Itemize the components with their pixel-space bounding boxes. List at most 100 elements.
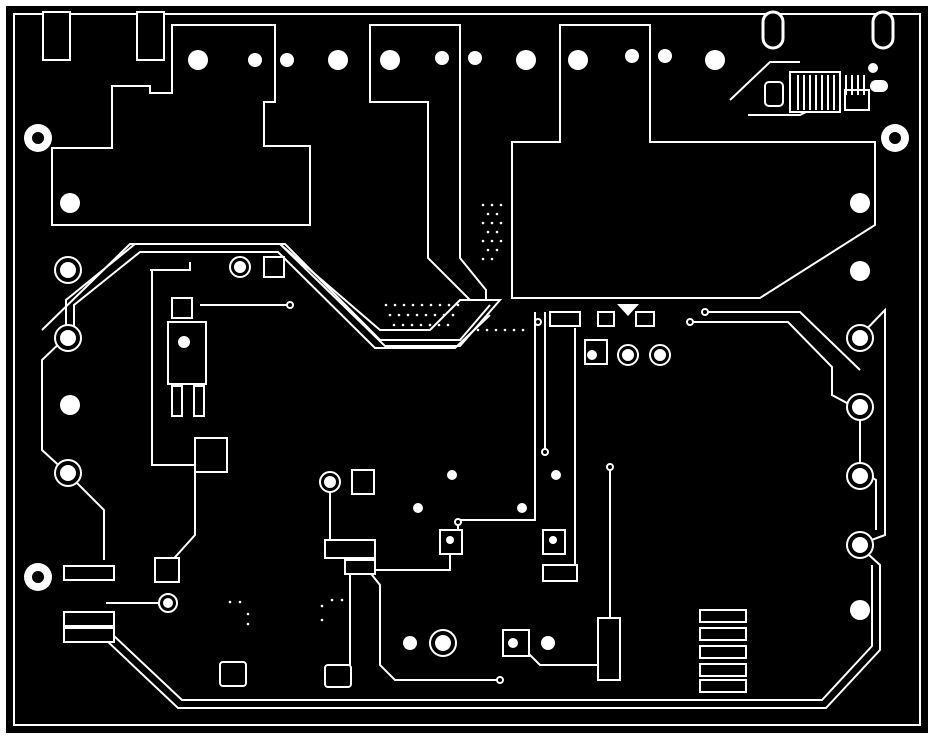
connector-fiducial xyxy=(868,63,878,73)
pad-leg-2 xyxy=(193,385,205,417)
hole-3 xyxy=(280,53,294,67)
ic-pad-3 xyxy=(699,645,747,659)
slot-top-2 xyxy=(871,10,895,50)
hole-12 xyxy=(705,50,725,70)
trace-top-right-diag xyxy=(729,61,800,101)
mount-hole-left-bottom-center xyxy=(32,571,44,583)
copper-zone-right xyxy=(511,24,876,299)
via-3 xyxy=(606,463,614,471)
pad-smd-7 xyxy=(63,565,115,581)
hole-27 xyxy=(508,638,518,648)
hole-11 xyxy=(658,49,672,63)
via-6 xyxy=(701,308,709,316)
hole-1 xyxy=(188,50,208,70)
th-pad-12-hole xyxy=(234,261,246,273)
via-5 xyxy=(686,318,694,326)
via-field-center xyxy=(481,203,503,261)
hole-15 xyxy=(850,261,870,281)
th-pad-6-hole xyxy=(852,468,868,484)
hole-4 xyxy=(328,50,348,70)
pad-component-tall xyxy=(167,321,207,385)
ic-pad-1 xyxy=(699,609,747,623)
hole-28 xyxy=(587,350,597,360)
th-pad-2-hole xyxy=(60,330,76,346)
ic-small-pad-b xyxy=(764,81,784,107)
pad-leg-1 xyxy=(171,385,183,417)
trace-mid-left xyxy=(150,262,191,271)
hole-22 xyxy=(551,470,561,480)
via-field-lower xyxy=(228,598,344,626)
connector-strip xyxy=(597,617,621,681)
hole-25 xyxy=(446,536,454,544)
ic-pad-4 xyxy=(699,663,747,677)
trace-left-edge xyxy=(41,336,105,560)
mount-hole-left-top-center xyxy=(32,132,44,144)
top-tab-left xyxy=(42,11,71,61)
hole-14 xyxy=(850,193,870,213)
hole-20 xyxy=(178,336,190,348)
th-pad-9-hole xyxy=(622,349,634,361)
trace-left-loop xyxy=(65,243,491,341)
pad-sq-4 xyxy=(154,557,180,583)
th-pad-13-hole xyxy=(163,598,173,608)
pad-smd-9 xyxy=(63,627,115,643)
connector-oval-pad xyxy=(870,80,888,92)
trace-center-right xyxy=(359,559,500,681)
trace-diag-pad xyxy=(167,470,196,566)
th-pad-8-hole xyxy=(435,635,451,651)
hole-7 xyxy=(468,51,482,65)
hole-21 xyxy=(447,470,457,480)
ic-pad-5 xyxy=(699,679,747,693)
trace-left-loop-inner xyxy=(73,251,491,349)
th-pad-4-hole xyxy=(852,330,868,346)
pad-smd-1 xyxy=(549,311,581,327)
copper-zone-left xyxy=(51,24,311,226)
via-2 xyxy=(541,448,549,456)
pad-smd-3 xyxy=(635,311,655,327)
orientation-marker xyxy=(617,304,639,316)
pad-smd-8 xyxy=(63,611,115,627)
hole-24 xyxy=(517,503,527,513)
hole-9 xyxy=(568,50,588,70)
slot-top-1 xyxy=(761,10,785,50)
hole-18 xyxy=(403,636,417,650)
hole-2 xyxy=(248,53,262,67)
pad-sq-5 xyxy=(351,469,375,495)
hole-26 xyxy=(549,536,557,544)
pad-sq-1 xyxy=(263,256,285,278)
pad-sq-3 xyxy=(194,437,228,473)
pad-smd-6 xyxy=(542,564,578,582)
hole-10 xyxy=(625,49,639,63)
via-4 xyxy=(496,676,504,684)
th-pad-11-hole xyxy=(324,476,336,488)
hole-19 xyxy=(541,636,555,650)
th-pad-3-hole xyxy=(60,465,76,481)
via-field-left xyxy=(384,303,525,332)
hole-6 xyxy=(435,51,449,65)
th-pad-5-hole xyxy=(852,399,868,415)
via-7 xyxy=(454,518,462,526)
pad-smd-5 xyxy=(344,559,376,575)
pad-smd-2 xyxy=(597,311,615,327)
th-pad-1-hole xyxy=(60,262,76,278)
hole-5 xyxy=(380,50,400,70)
hole-23 xyxy=(413,503,423,513)
hole-17 xyxy=(850,600,870,620)
fine-pitch-connector xyxy=(797,75,865,110)
th-pad-7-hole xyxy=(852,537,868,553)
trace-right-upper xyxy=(705,311,861,371)
top-tab-right xyxy=(136,11,165,61)
hole-8 xyxy=(516,50,536,70)
pad-sq-9 xyxy=(219,661,247,687)
via-1 xyxy=(286,301,294,309)
th-pad-10-hole xyxy=(654,349,666,361)
ic-pad-2 xyxy=(699,627,747,641)
pad-sq-10 xyxy=(324,664,352,688)
trace-mid-left-2 xyxy=(151,270,195,466)
hole-13 xyxy=(60,193,80,213)
pad-smd-4 xyxy=(324,539,376,559)
pad-sq-2 xyxy=(171,297,193,319)
hole-16 xyxy=(60,395,80,415)
via-8 xyxy=(534,318,542,326)
